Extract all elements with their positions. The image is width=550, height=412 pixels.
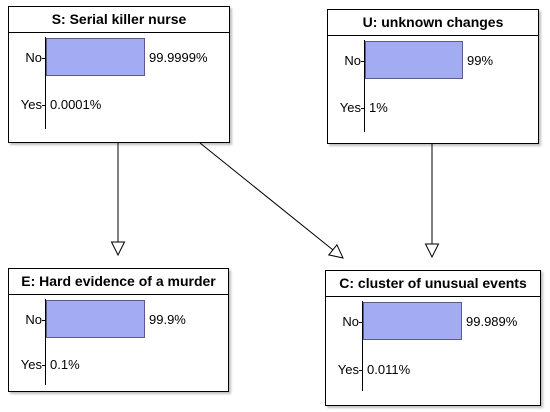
node-body: No 99.9999% Yes 0.0001% xyxy=(9,33,229,143)
state-label: Yes xyxy=(20,97,42,112)
state-label: No xyxy=(344,53,361,68)
state-label: No xyxy=(25,312,42,327)
tick-mark xyxy=(361,108,365,109)
bar-axis xyxy=(364,40,365,132)
node-cluster-of-unusual-events[interactable]: C: cluster of unusual events No 99.989% … xyxy=(325,270,541,406)
node-title: E: Hard evidence of a murder xyxy=(9,269,228,295)
probability-bar xyxy=(363,302,462,340)
state-label: Yes xyxy=(20,357,42,372)
tick-mark xyxy=(42,105,46,106)
state-row-no: No 99.9% xyxy=(9,300,228,340)
tick-mark xyxy=(42,320,46,321)
probability-bar xyxy=(46,85,48,123)
probability-bar xyxy=(365,88,367,126)
probability-bar xyxy=(46,345,48,383)
node-serial-killer-nurse[interactable]: S: Serial killer nurse No 99.9999% Yes 0… xyxy=(8,6,230,143)
node-body: No 99% Yes 1% xyxy=(328,36,538,144)
state-label: Yes xyxy=(339,100,361,115)
node-title: S: Serial killer nurse xyxy=(9,7,229,33)
probability-bar xyxy=(365,41,463,79)
node-title: C: cluster of unusual events xyxy=(326,271,540,297)
arrowhead-U-C xyxy=(424,243,440,259)
tick-mark xyxy=(359,322,363,323)
state-row-no: No 99.989% xyxy=(326,302,540,342)
arrowhead-S-E xyxy=(110,241,126,257)
tick-mark xyxy=(361,61,365,62)
state-row-yes: Yes 0.011% xyxy=(326,350,540,390)
state-label: No xyxy=(25,50,42,65)
node-body: No 99.9% Yes 0.1% xyxy=(9,295,228,392)
bar-axis xyxy=(362,301,363,391)
bar-axis xyxy=(45,37,46,129)
edge-S-C xyxy=(199,142,334,251)
arrowhead-S-C xyxy=(327,243,344,259)
state-row-yes: Yes 1% xyxy=(328,88,538,128)
probability-label: 99.9% xyxy=(149,312,186,327)
state-row-yes: Yes 0.1% xyxy=(9,345,228,385)
probability-label: 99.989% xyxy=(466,314,518,329)
probability-label: 0.0001% xyxy=(50,97,102,112)
probability-label: 1% xyxy=(369,100,388,115)
state-row-yes: Yes 0.0001% xyxy=(9,85,229,125)
tick-mark xyxy=(42,365,46,366)
probability-label: 99.9999% xyxy=(149,50,208,65)
tick-mark xyxy=(42,58,46,59)
probability-label: 99% xyxy=(467,53,494,68)
probability-label: 0.1% xyxy=(50,357,80,372)
node-title: U: unknown changes xyxy=(328,10,538,36)
node-body: No 99.989% Yes 0.011% xyxy=(326,297,540,406)
probability-bar xyxy=(46,300,145,338)
node-unknown-changes[interactable]: U: unknown changes No 99% Yes 1% xyxy=(327,9,539,144)
state-row-no: No 99% xyxy=(328,41,538,81)
state-label: Yes xyxy=(337,362,359,377)
bar-axis xyxy=(45,299,46,385)
node-hard-evidence-of-a-murder[interactable]: E: Hard evidence of a murder No 99.9% Ye… xyxy=(8,268,229,392)
state-row-no: No 99.9999% xyxy=(9,38,229,78)
state-label: No xyxy=(342,314,359,329)
probability-bar xyxy=(363,350,365,388)
probability-bar xyxy=(46,38,145,76)
tick-mark xyxy=(359,370,363,371)
probability-label: 0.011% xyxy=(367,362,411,377)
